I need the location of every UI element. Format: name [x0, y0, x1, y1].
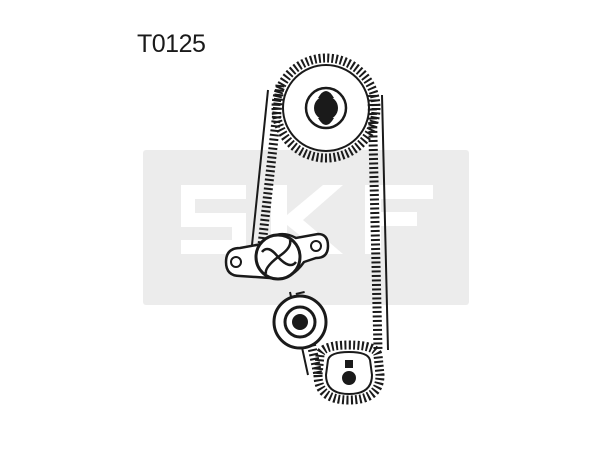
crankshaft-pulley-icon: [313, 340, 385, 405]
skf-watermark: [143, 150, 469, 305]
camshaft-pulley-icon: [271, 53, 381, 163]
water-pump-pulley-icon: [224, 232, 330, 281]
tensioner-pulley-icon: [272, 294, 328, 350]
part-code-label: T0125: [137, 30, 206, 58]
